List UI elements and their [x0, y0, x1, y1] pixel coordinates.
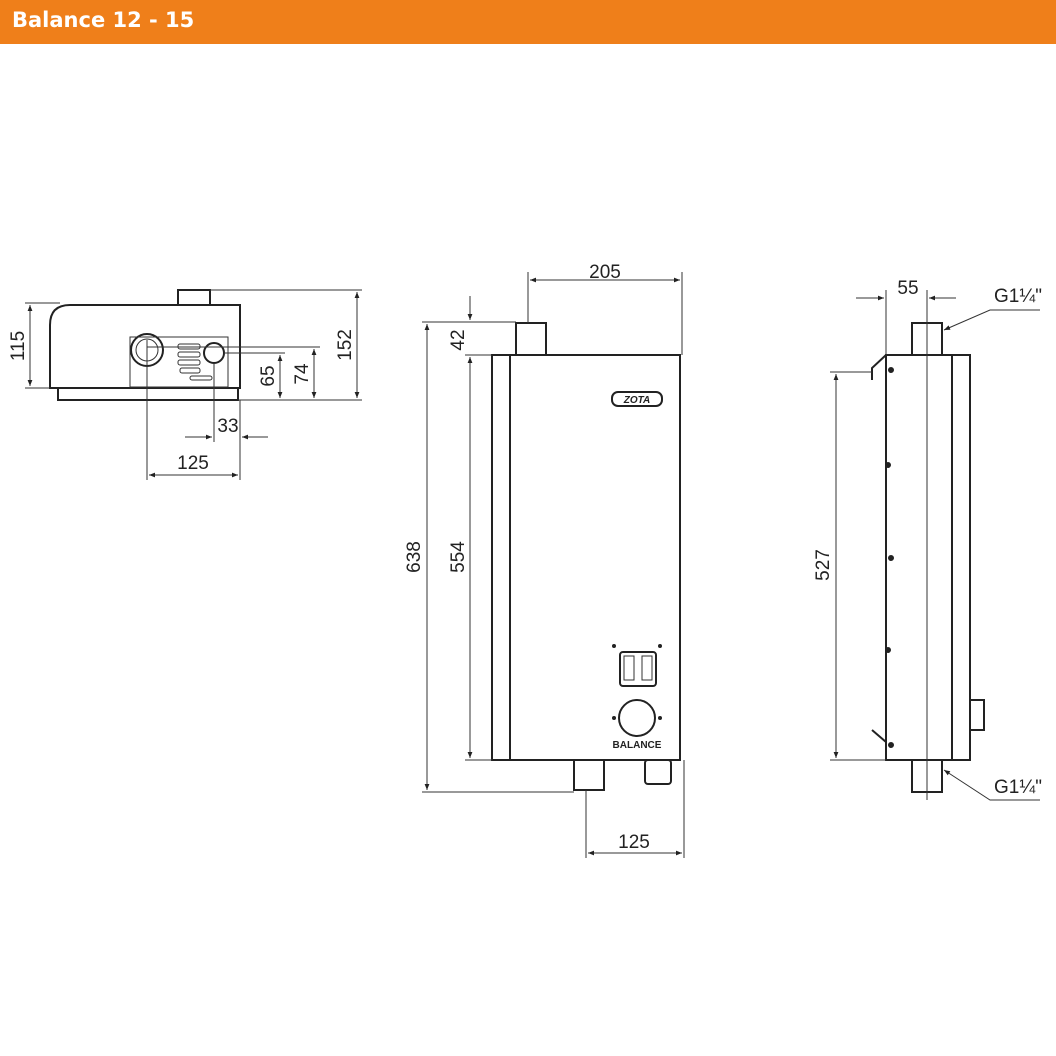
dim-554: 554 [448, 541, 469, 573]
balance-label: BALANCE [613, 740, 662, 751]
dim-205: 205 [589, 262, 621, 283]
dim-638: 638 [404, 541, 425, 573]
dim-115: 115 [8, 331, 29, 361]
dim-74: 74 [292, 363, 313, 385]
dim-125-top: 125 [177, 453, 209, 474]
front-view: ZOTA BALANCE 205 638 42 554 125 [404, 262, 685, 858]
dim-42: 42 [448, 329, 469, 350]
dim-527: 527 [813, 549, 834, 581]
header-bar: Balance 12 - 15 [0, 0, 1056, 44]
dim-33: 33 [217, 416, 238, 437]
side-view: 55 G1¼" G1¼" 527 [813, 278, 1042, 801]
thread-bottom-label: G1¼" [994, 777, 1042, 798]
zota-logo: ZOTA [623, 395, 650, 406]
dim-152: 152 [335, 329, 356, 361]
page-title: Balance 12 - 15 [12, 8, 195, 32]
top-view: 115 152 65 74 33 125 [8, 289, 362, 480]
dim-125-front: 125 [618, 832, 650, 853]
thread-top-label: G1¼" [994, 286, 1042, 307]
dim-65: 65 [258, 365, 279, 386]
dim-55: 55 [897, 278, 918, 299]
